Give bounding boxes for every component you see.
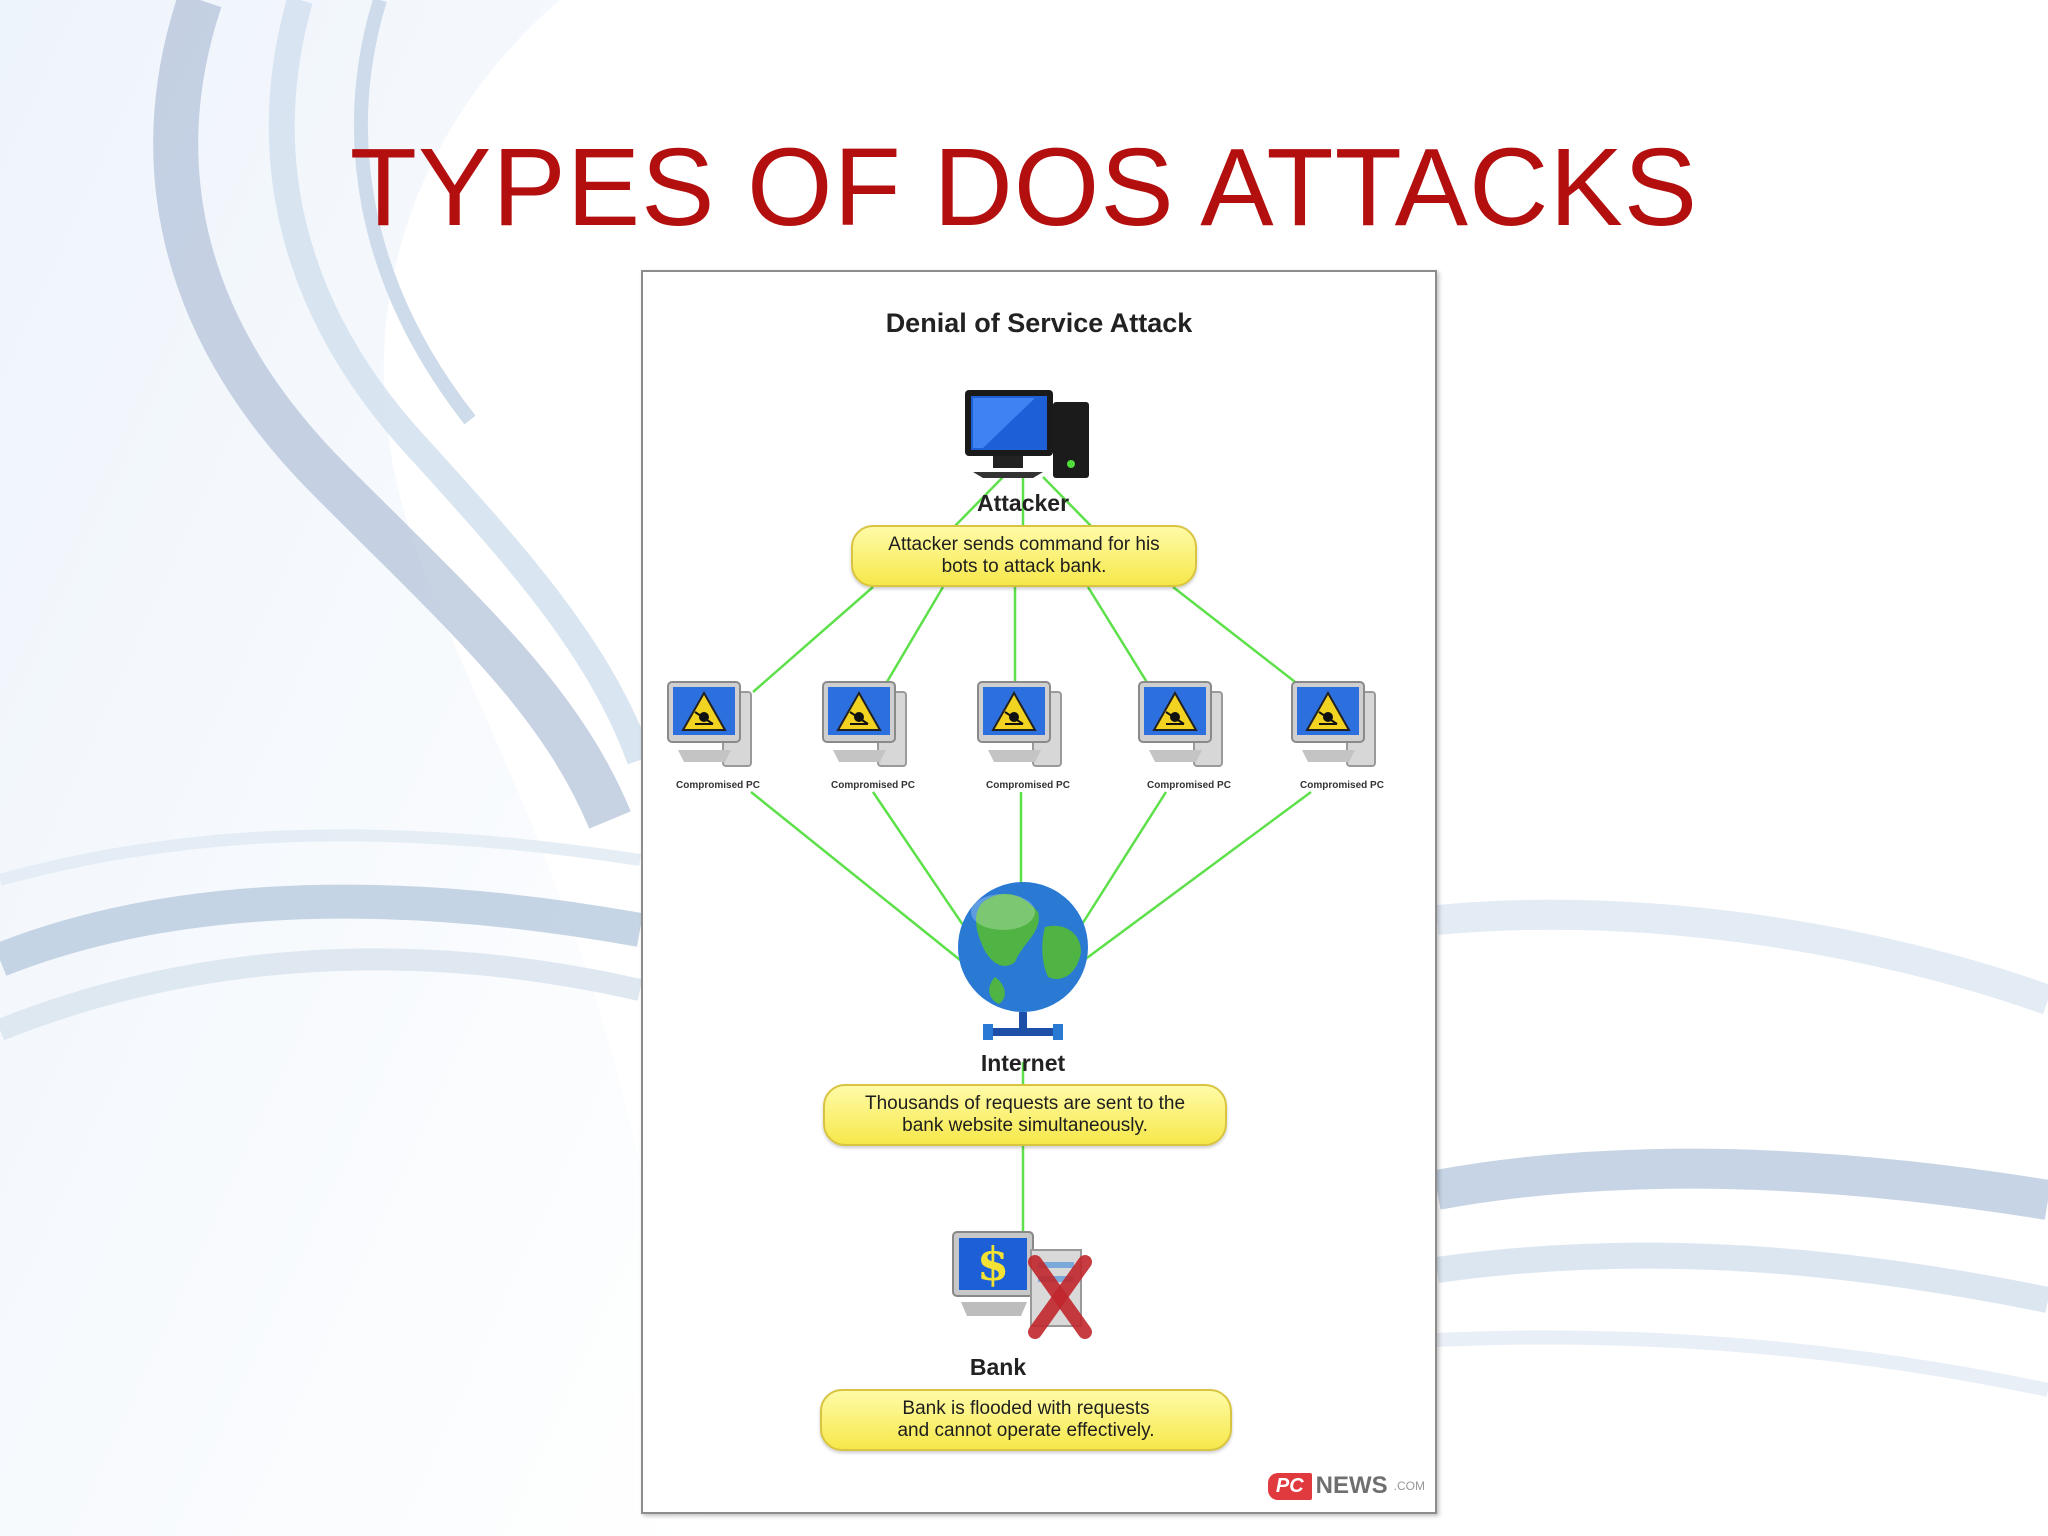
compromised-pc-icon: [977, 681, 1062, 767]
attacker-callout: Attacker sends command for his bots to a…: [851, 525, 1197, 587]
brand-mark: PC: [1267, 1472, 1312, 1500]
compromised-pc-icon: [1291, 681, 1376, 767]
bot-to-internet-links: [750, 790, 1312, 1232]
compromised-pc-label: Compromised PC: [676, 780, 760, 791]
attacker-computer-icon: [965, 390, 1089, 478]
compromised-pc-icon: [1138, 681, 1223, 767]
dos-diagram-figure: $ Denial of Service Attack Attacker Atta…: [641, 270, 1437, 1514]
brand-name: NEWS: [1315, 1472, 1388, 1499]
attacker-links: [752, 476, 1309, 693]
diagram-title: Denial of Service Attack: [885, 308, 1193, 338]
internet-globe-icon: [958, 882, 1088, 1040]
pc1-news-logo: PC NEWS .COM: [1267, 1472, 1425, 1500]
compromised-pc-label: Compromised PC: [1147, 780, 1231, 791]
brand-suffix: .COM: [1393, 1479, 1425, 1493]
internet-callout: Thousands of requests are sent to the ba…: [823, 1084, 1227, 1146]
internet-label: Internet: [980, 1050, 1066, 1076]
bank-label: Bank: [969, 1354, 1027, 1380]
svg-text:$: $: [977, 1237, 1009, 1291]
compromised-pc-icon: [667, 681, 752, 767]
compromised-pc-label: Compromised PC: [831, 780, 915, 791]
compromised-pc-label: Compromised PC: [986, 780, 1070, 791]
bank-computer-icon: $: [952, 1231, 1092, 1339]
slide-title: TYPES OF DOS ATTACKS: [349, 126, 1699, 249]
bank-callout: Bank is flooded with requests and cannot…: [820, 1389, 1232, 1451]
compromised-pc-label: Compromised PC: [1300, 780, 1384, 791]
compromised-pc-icons: [667, 681, 1376, 767]
attacker-label: Attacker: [976, 490, 1070, 516]
compromised-pc-icon: [822, 681, 907, 767]
diagram-canvas: $: [667, 390, 1376, 1339]
